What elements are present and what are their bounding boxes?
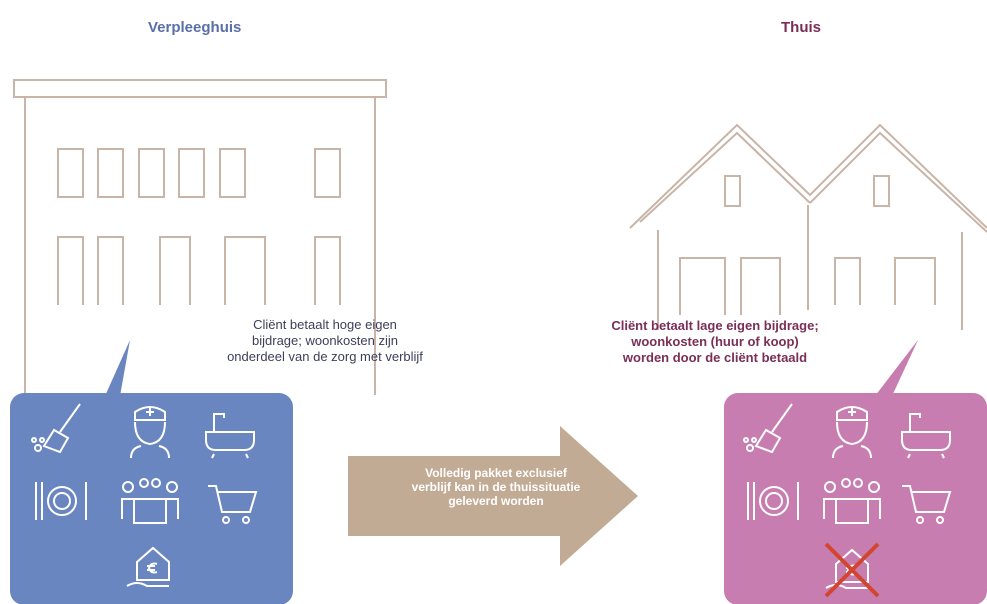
building-window [138, 148, 165, 198]
cleaning-broom-icon [743, 403, 793, 454]
speech-tail-left [105, 340, 130, 396]
building-window [219, 148, 246, 198]
caption-home: Cliënt betaalt lage eigen bijdrage; woon… [560, 318, 870, 366]
arrow-label-line: verblijf kan in de thuissituatie [411, 480, 581, 494]
building-window [57, 236, 84, 305]
building-window [97, 148, 124, 198]
transition-arrow [348, 426, 638, 566]
shopping-cart-icon [902, 485, 952, 524]
building-door [159, 236, 191, 305]
house-roof-inner [639, 131, 811, 223]
icon-grid-left [31, 403, 258, 587]
house-door [740, 257, 781, 315]
arrow-label: Volledig pakket exclusief verblijf kan i… [376, 466, 616, 508]
nurse-icon [832, 406, 872, 459]
meal-plate-icon [747, 482, 799, 520]
meal-plate-icon [35, 482, 87, 520]
nursing-home-building [13, 79, 387, 395]
building-window [314, 148, 341, 198]
caption-line: Cliënt betaalt lage eigen bijdrage; [611, 318, 819, 333]
building-window [57, 148, 84, 198]
cleaning-broom-icon [31, 403, 81, 454]
nurse-icon [130, 406, 170, 459]
caption-nursing-home: Cliënt betaalt hoge eigen bijdrage; woon… [190, 317, 460, 365]
shopping-cart-icon [208, 485, 258, 524]
building-roof [13, 79, 387, 98]
caption-line: onderdeel van de zorg met verblijf [227, 349, 423, 364]
thuis-title: Thuis [781, 19, 821, 36]
caption-line: bijdrage; woonkosten zijn [252, 333, 398, 348]
houses-illustration [629, 123, 987, 330]
speech-tail-right [875, 340, 918, 396]
verpleeghuis-title: Verpleeghuis [148, 19, 242, 36]
caption-line: worden door de cliënt betaald [622, 350, 808, 365]
arrow-label-line: geleverd worden [448, 494, 544, 508]
house-window [873, 175, 890, 207]
house-door [679, 257, 726, 315]
building-window [178, 148, 205, 198]
house-window [724, 175, 741, 207]
excluded-cross-icon [824, 542, 880, 598]
house-door [894, 257, 936, 305]
group-activity-icon [121, 478, 179, 524]
group-activity-icon [823, 478, 881, 524]
arrow-label-line: Volledig pakket exclusief [425, 466, 567, 480]
house-window [834, 257, 861, 305]
bath-icon [205, 413, 255, 459]
caption-line: Cliënt betaalt hoge eigen [253, 317, 397, 332]
bath-icon [901, 413, 951, 459]
house-roof-inner [809, 131, 987, 233]
building-door [224, 236, 266, 305]
house-roofline [629, 123, 987, 229]
building-window [314, 236, 341, 305]
building-window [97, 236, 124, 305]
housing-cost-icon [126, 546, 170, 587]
caption-line: woonkosten (huur of koop) [631, 334, 799, 349]
icon-grid-right [743, 403, 952, 598]
